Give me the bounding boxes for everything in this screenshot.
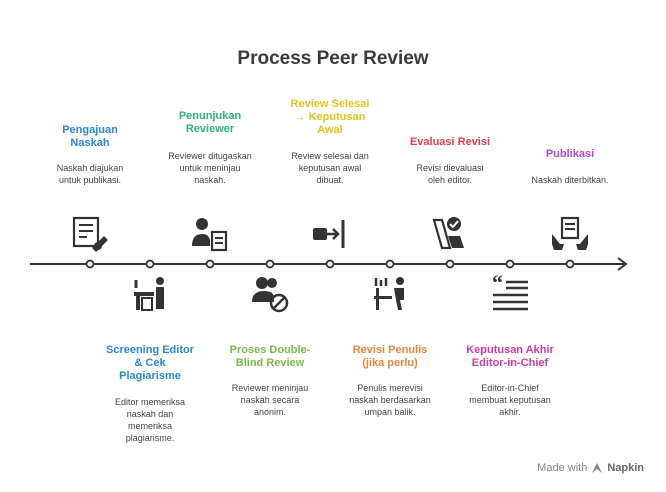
step-title-5: Review Selesai → Keputusan Awal xyxy=(290,98,370,136)
quote-list-icon: “ xyxy=(492,274,528,311)
step-title-3: Penunjukan Reviewer xyxy=(178,110,242,135)
svg-text:“: “ xyxy=(492,274,503,295)
author-revise-icon xyxy=(374,277,404,310)
napkin-logo-icon xyxy=(592,463,603,473)
step-desc-7: Revisi dievaluasi oleh editor. xyxy=(416,163,484,185)
step-desc-5: Review selesai dan keputusan awal dibuat… xyxy=(291,151,369,185)
step-desc-1: Naskah diajukan untuk publikasi. xyxy=(56,163,124,185)
timeline-node-5 xyxy=(325,259,335,269)
anonymous-users-icon xyxy=(252,277,289,313)
timeline-arrowhead xyxy=(617,257,628,271)
made-with-badge[interactable]: Made with Napkin xyxy=(537,462,644,474)
step-title-9: Publikasi xyxy=(545,148,595,160)
timeline-node-1 xyxy=(85,259,95,269)
timeline-node-9 xyxy=(565,259,575,269)
timeline-node-7 xyxy=(445,259,455,269)
arrow-to-line-icon xyxy=(313,220,345,248)
publish-hands-icon xyxy=(552,216,588,250)
page-title: Process Peer Review xyxy=(237,48,429,69)
step-desc-3: Reviewer ditugaskan untuk meninjau naska… xyxy=(168,151,252,185)
checklist-eval-icon xyxy=(432,217,464,250)
reviewer-assign-icon xyxy=(192,218,228,252)
made-with-label: Made with xyxy=(537,462,588,474)
timeline-node-3 xyxy=(205,259,215,269)
step-title-8: Keputusan Akhir Editor-in-Chief xyxy=(466,344,554,369)
step-desc-8: Editor-in-Chief membuat keputusan akhir. xyxy=(469,383,551,417)
step-desc-6: Penulis merevisi naskah berdasarkan umpa… xyxy=(349,383,431,417)
step-title-7: Evaluasi Revisi xyxy=(409,136,491,148)
step-title-2: Screening Editor & Cek Plagiarisme xyxy=(105,344,195,382)
step-title-1: Pengajuan Naskah xyxy=(62,124,118,149)
step-title-6: Revisi Penulis (jika perlu) xyxy=(352,344,428,369)
step-desc-9: Naskah diterbitkan. xyxy=(531,175,609,185)
step-title-4: Proses Double- Blind Review xyxy=(229,344,311,369)
timeline-node-2 xyxy=(145,259,155,269)
document-edit-icon xyxy=(72,216,108,252)
timeline-node-4 xyxy=(265,259,275,269)
editor-desk-icon xyxy=(134,277,164,311)
napkin-brand: Napkin xyxy=(607,462,644,474)
timeline-node-8 xyxy=(505,259,515,269)
step-desc-4: Reviewer meninjau naskah secara anonim. xyxy=(231,383,309,417)
step-desc-2: Editor memeriksa naskah dan memeriksa pl… xyxy=(114,397,186,443)
timeline-node-6 xyxy=(385,259,395,269)
